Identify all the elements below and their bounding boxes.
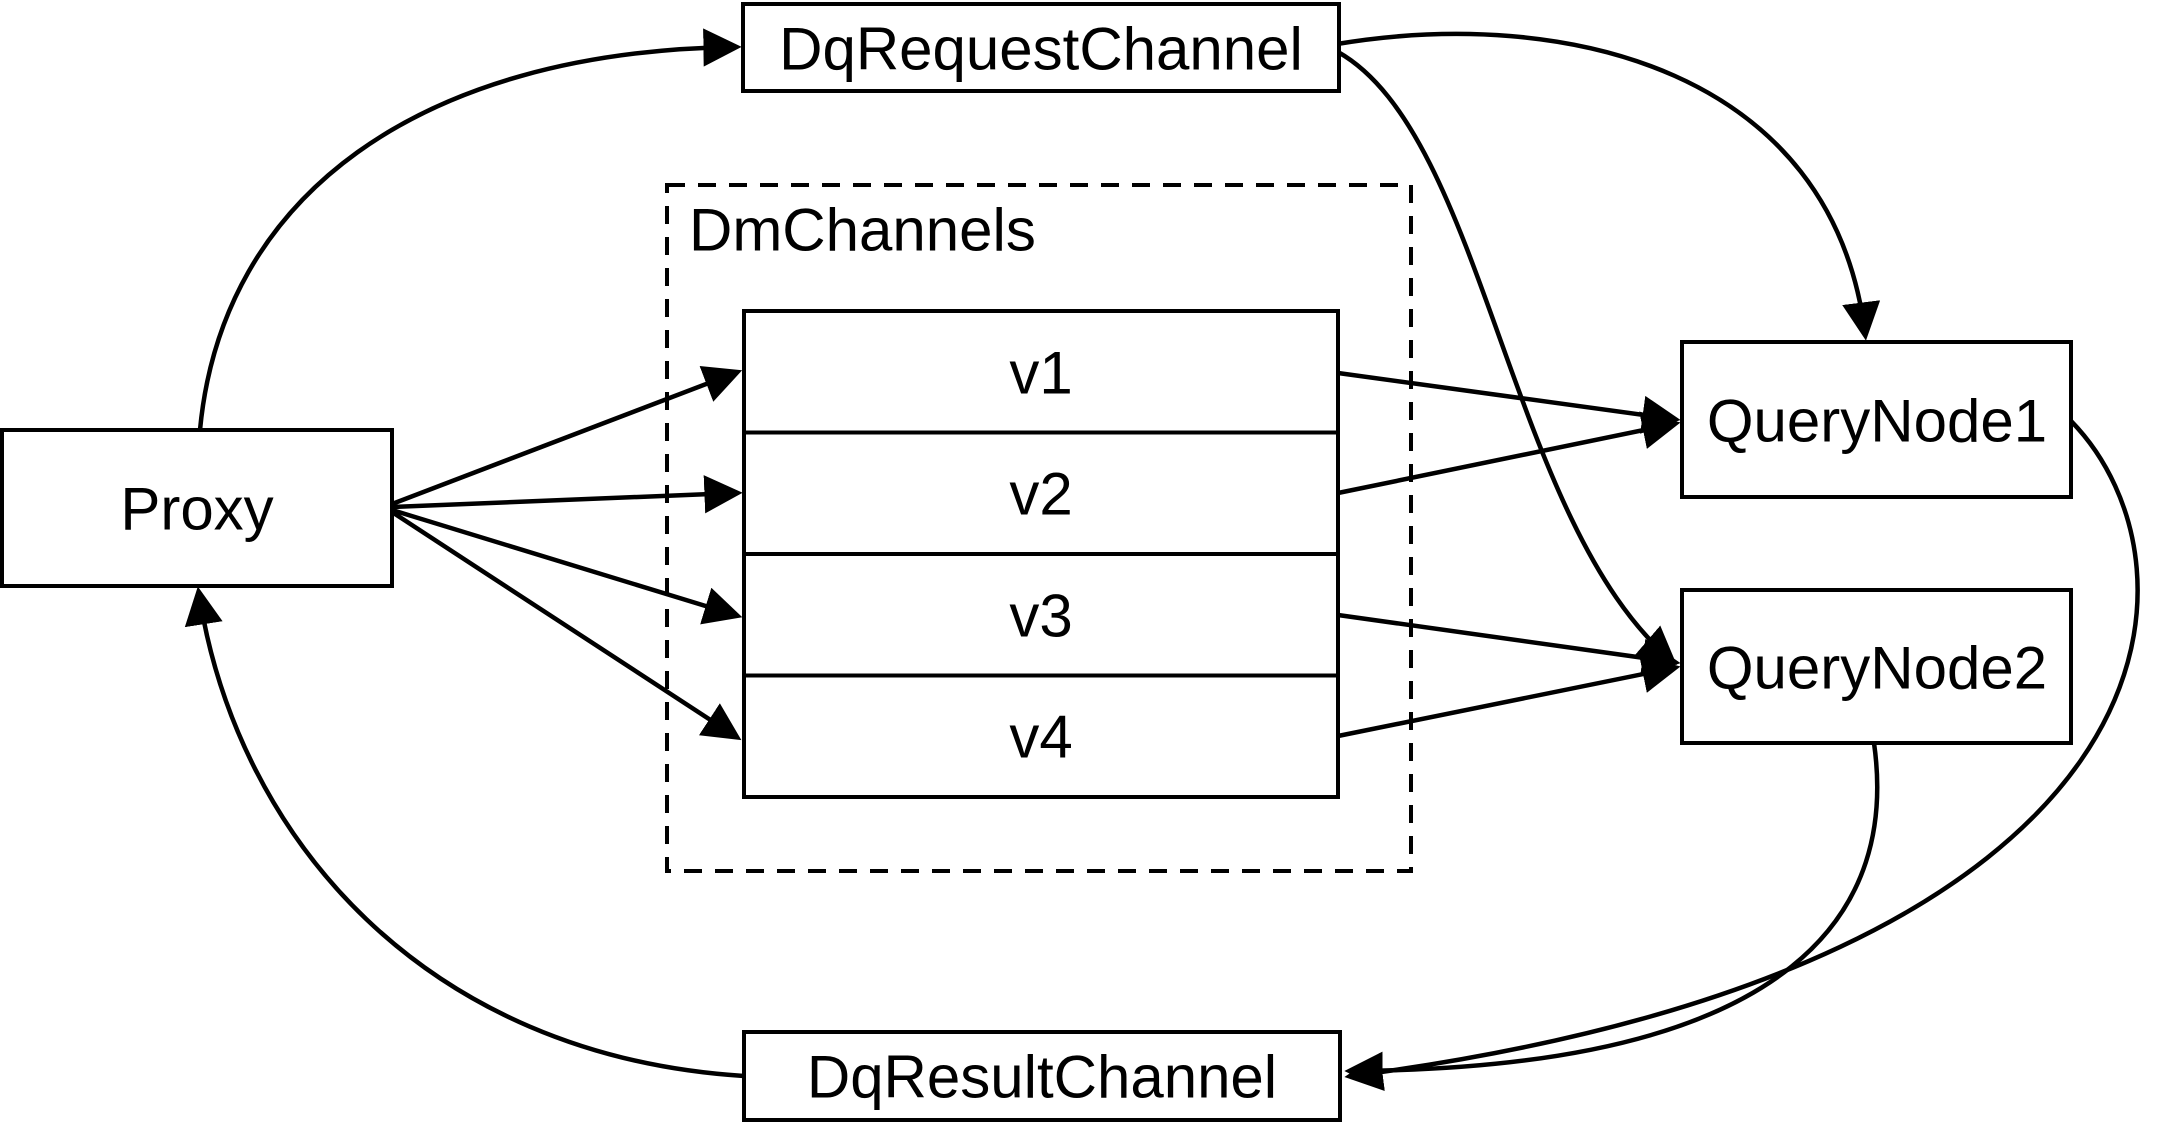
- v3-label: v3: [1009, 583, 1072, 650]
- node-query-node1: QueryNode1: [1680, 340, 2073, 499]
- v3-box: [742, 552, 1340, 678]
- node-v1: v1: [742, 309, 1340, 435]
- v1-label: v1: [1009, 340, 1072, 407]
- query-node2-box: [1680, 588, 2073, 745]
- edge-proxy-to-v2: [391, 475, 743, 514]
- query-node1-box: [1680, 340, 2073, 499]
- edge-dq-result-channel-to-proxy: [184, 586, 745, 1079]
- edge-proxy-to-v1: [391, 366, 743, 507]
- node-v4: v4: [742, 673, 1340, 799]
- dq-request-channel-label: DqRequestChannel: [779, 16, 1303, 83]
- v4-box: [742, 673, 1340, 799]
- edge-dq-request-channel-to-query-node1: [1336, 31, 1881, 341]
- edge-v2-to-query-node1: [1337, 411, 1681, 496]
- edge-dq-request-channel-to-query-node2: [1336, 50, 1677, 665]
- proxy-box: [0, 428, 394, 588]
- edge-query-node2-to-dq-result-channel: [1344, 742, 1880, 1090]
- dm-channels-box: [665, 183, 1413, 873]
- group-dm-channels: DmChannels: [665, 183, 1413, 873]
- node-dq-result-channel: DqResultChannel: [742, 1030, 1342, 1122]
- v2-box: [742, 430, 1340, 556]
- edge-proxy-to-v3: [391, 507, 743, 625]
- proxy-label: Proxy: [120, 476, 273, 543]
- query-node2-label: QueryNode2: [1707, 635, 2047, 702]
- query-node1-label: QueryNode1: [1707, 388, 2047, 455]
- v1-box: [742, 309, 1340, 435]
- node-v3: v3: [742, 552, 1340, 678]
- dq-result-channel-box: [742, 1030, 1342, 1122]
- v4-label: v4: [1009, 704, 1072, 771]
- edges-layer: [184, 28, 2140, 1091]
- edge-v4-to-query-node2: [1337, 655, 1681, 739]
- edge-query-node1-to-dq-result-channel: [1344, 419, 2140, 1091]
- dq-request-channel-box: [741, 2, 1341, 93]
- edge-proxy-to-dq-request-channel: [197, 28, 742, 431]
- node-proxy: Proxy: [0, 428, 394, 588]
- node-dq-request-channel: DqRequestChannel: [741, 2, 1341, 93]
- dm-channels-label: DmChannels: [689, 197, 1036, 264]
- dq-result-channel-label: DqResultChannel: [807, 1044, 1277, 1111]
- node-v2: v2: [742, 430, 1340, 556]
- edge-v1-to-query-node1: [1337, 370, 1681, 434]
- v2-label: v2: [1009, 461, 1072, 528]
- edge-proxy-to-v4: [390, 510, 742, 741]
- node-query-node2: QueryNode2: [1680, 588, 2073, 745]
- edge-v3-to-query-node2: [1337, 612, 1681, 677]
